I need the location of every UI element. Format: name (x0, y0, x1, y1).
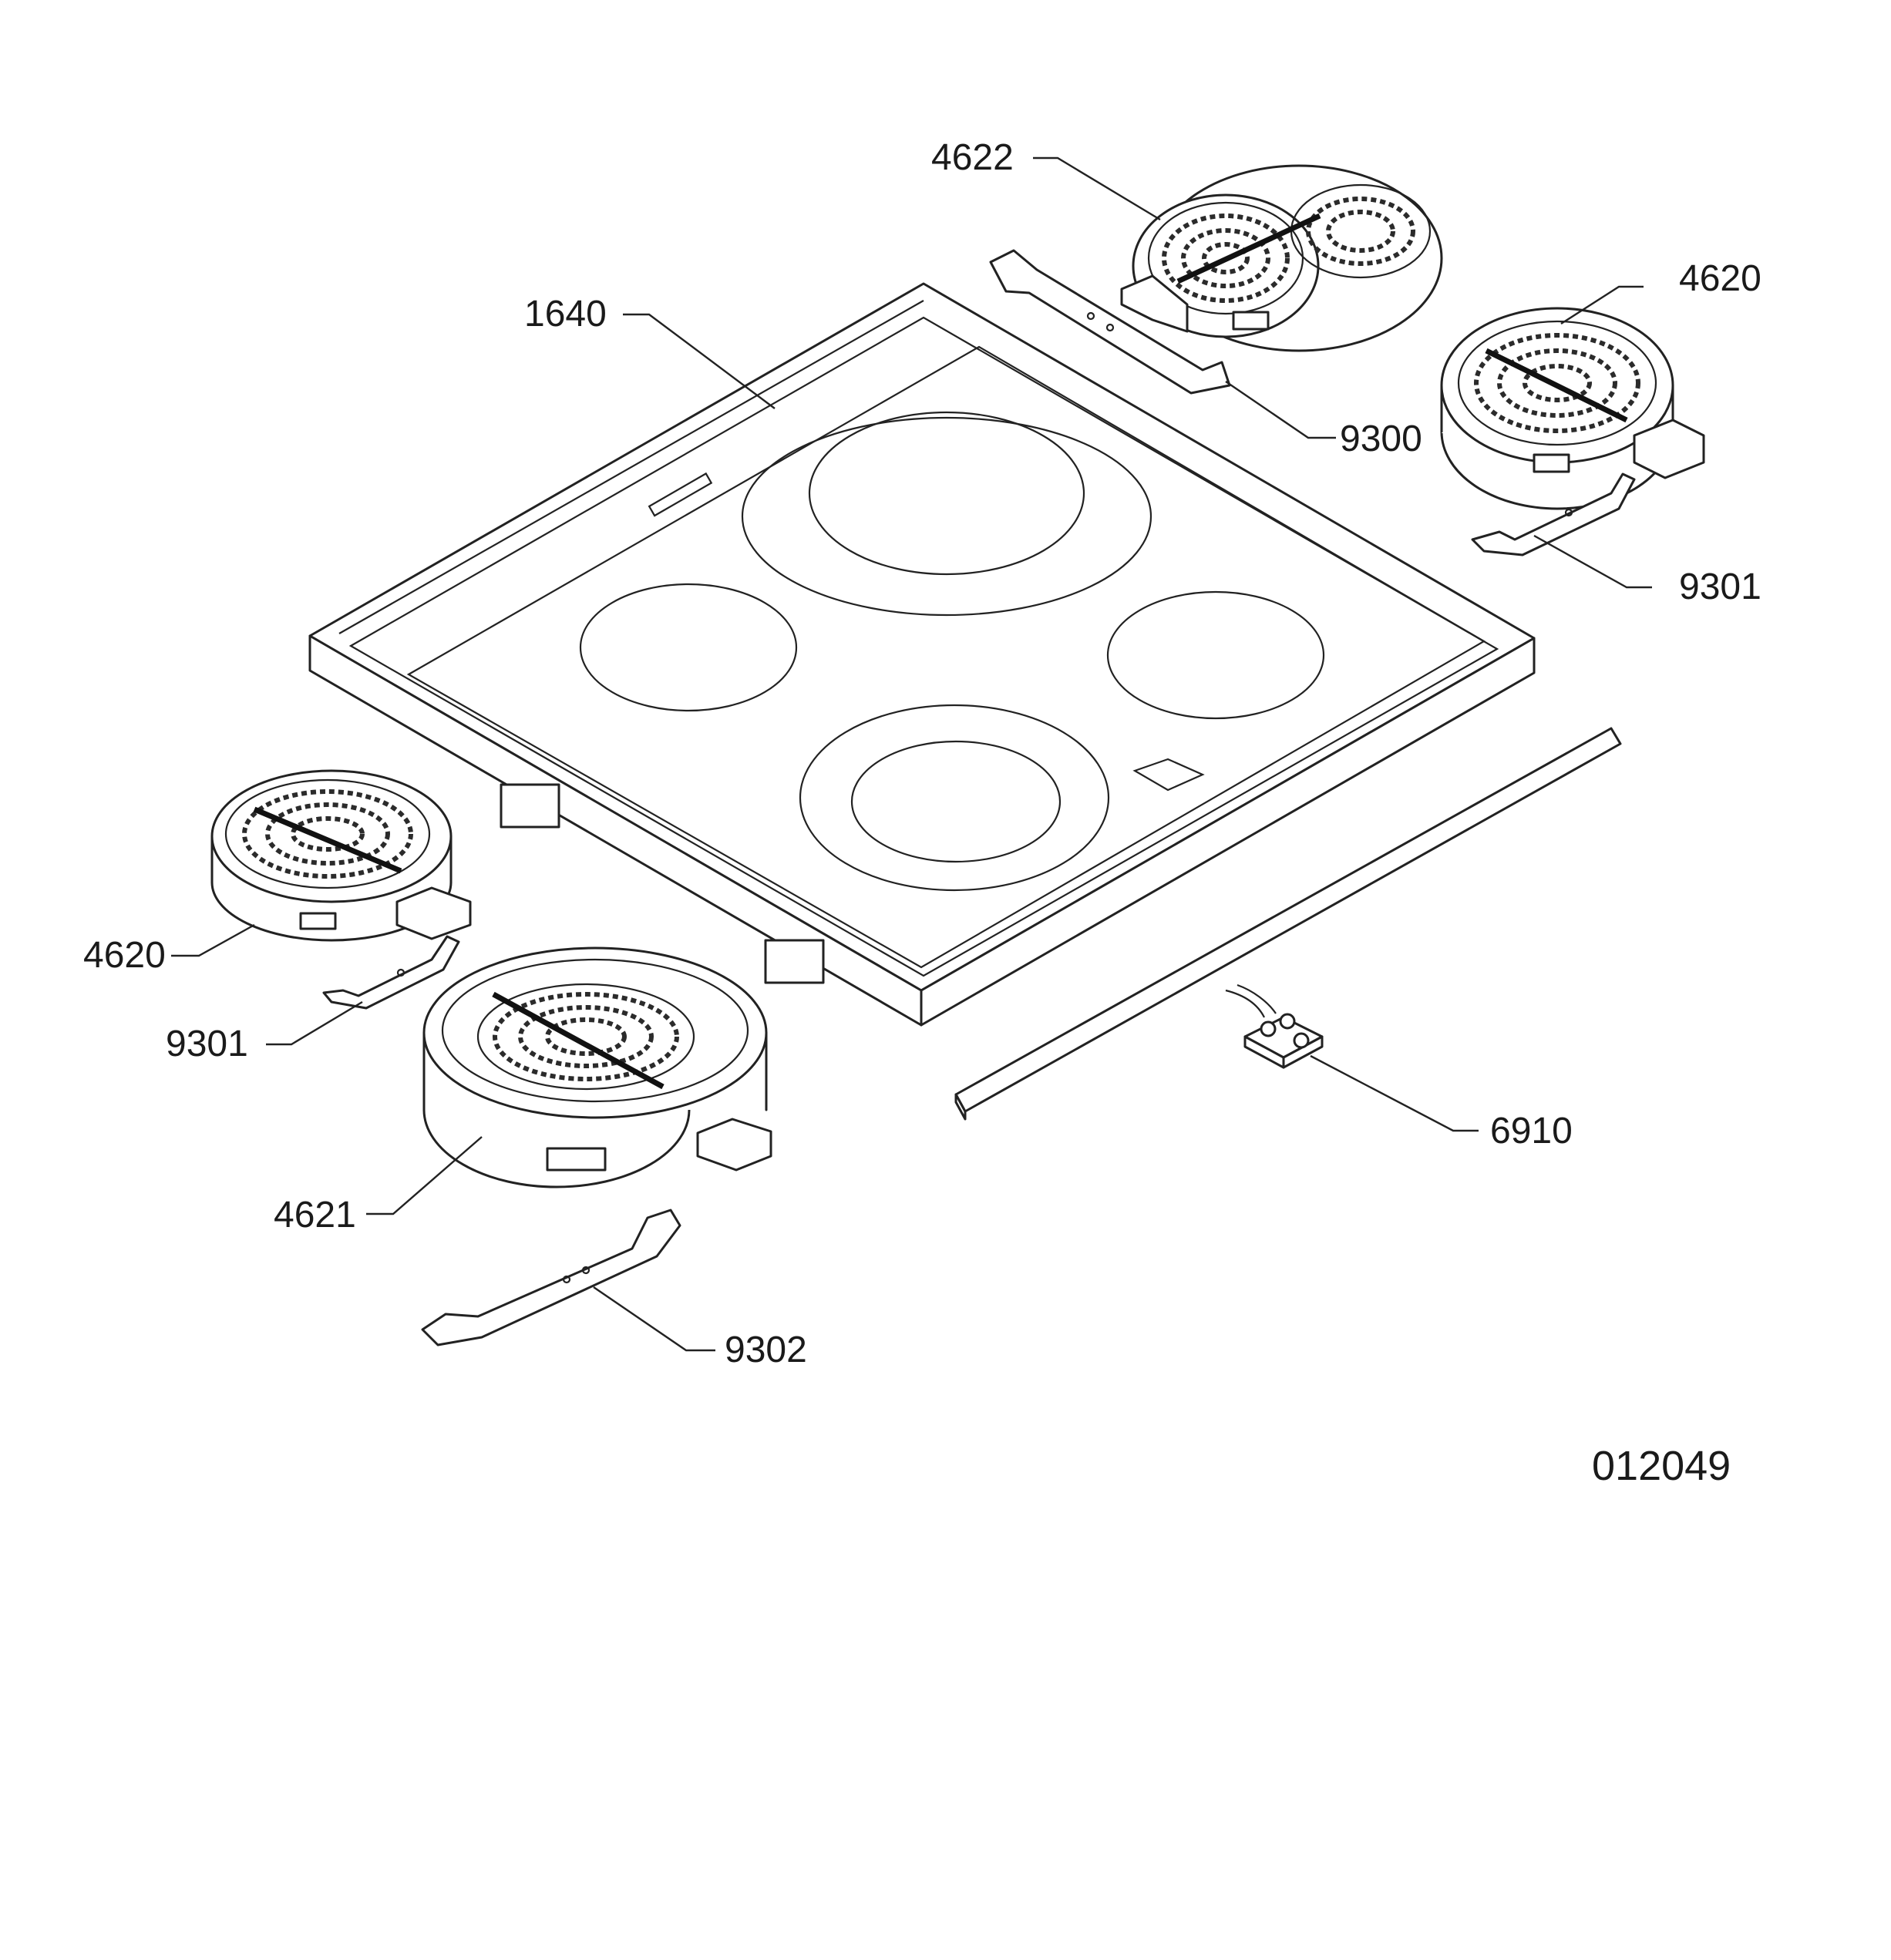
cooktop-glass-frame (308, 282, 1536, 1027)
callout-4620-top: 4620 (1679, 258, 1761, 299)
terminal-strap-9300 (989, 249, 1231, 395)
terminal-strap-9301-left (322, 935, 460, 1010)
terminal-block-6910 (1225, 983, 1324, 1069)
callout-labels: 4622 1640 4620 9300 9301 4620 9301 4621 … (83, 137, 1761, 1489)
leader-lines (171, 156, 1652, 1352)
dual-element-4622 (1120, 164, 1443, 352)
callout-9301-left: 9301 (166, 1024, 248, 1064)
callout-4620-left: 4620 (83, 935, 166, 976)
callout-1640: 1640 (524, 294, 607, 335)
callout-4621: 4621 (274, 1195, 356, 1236)
callout-6910: 6910 (1490, 1111, 1573, 1151)
terminal-strap-9302 (421, 1209, 681, 1346)
callout-4622: 4622 (931, 137, 1014, 178)
front-trim-strip (954, 727, 1622, 1121)
element-4620-right (1440, 307, 1705, 510)
diagram-number: 012049 (1592, 1443, 1731, 1489)
element-4620-left (210, 769, 472, 942)
callout-9302: 9302 (725, 1330, 807, 1370)
terminal-strap-9301-right (1471, 472, 1636, 556)
callout-9300: 9300 (1340, 419, 1422, 459)
callout-9301-right: 9301 (1679, 566, 1761, 607)
element-4621 (422, 946, 772, 1188)
